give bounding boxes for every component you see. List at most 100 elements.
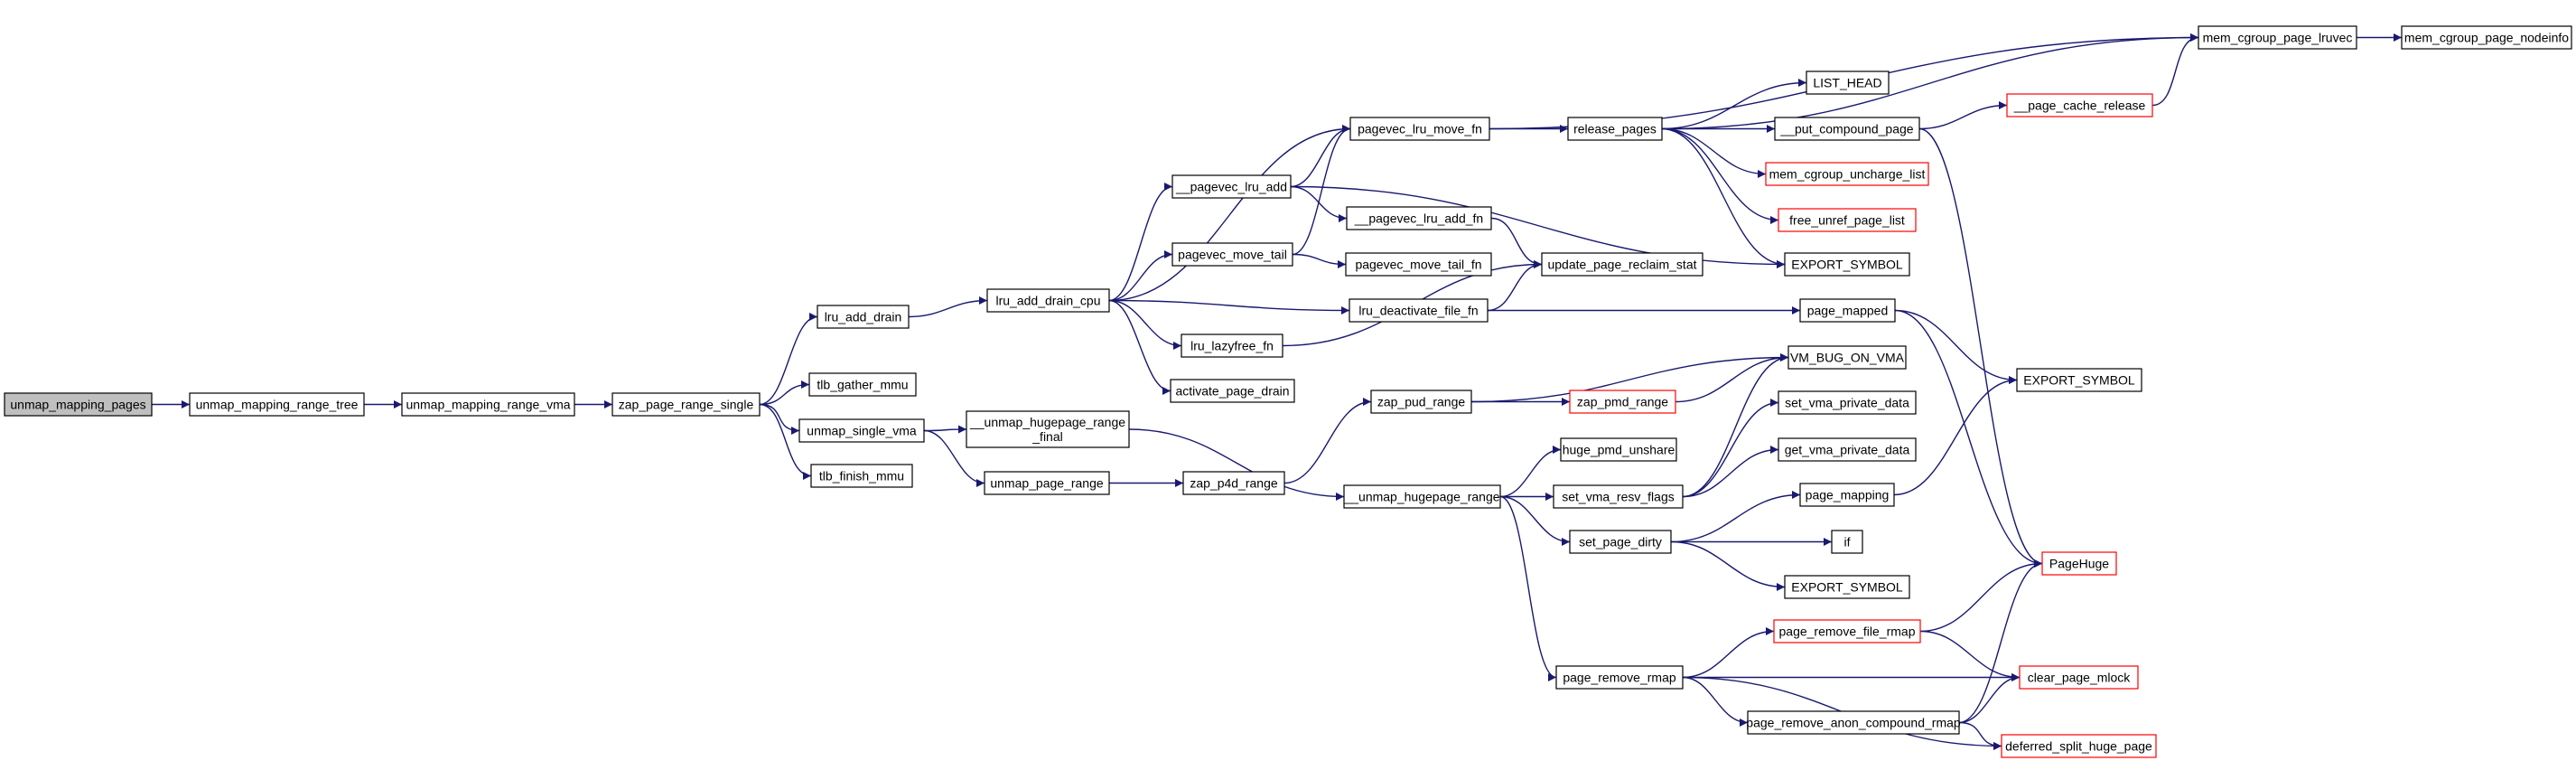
node-activate-page-drain[interactable]: activate_page_drain	[1170, 379, 1295, 403]
node-label: unmap_mapping_range_tree	[196, 398, 359, 412]
edge-page_remove_anon_compound_rmap-to-PageHuge	[1958, 559, 2043, 724]
node-export-symbol-2[interactable]: EXPORT_SYMBOL	[2016, 368, 2142, 392]
node-box	[1555, 665, 1684, 690]
node-mem-cgroup-page-nodeinfo[interactable]: mem_cgroup_page_nodeinfo	[2401, 25, 2572, 50]
node-label: deferred_split_huge_page	[2005, 739, 2152, 754]
node-label: zap_p4d_range	[1190, 476, 1278, 491]
node-label: lru_deactivate_file_fn	[1358, 304, 1478, 318]
node-box	[1343, 484, 1501, 509]
edge-lru_deactivate_file_fn-to-update_page_reclaim_stat	[1487, 260, 1543, 312]
node-if[interactable]: if	[1831, 530, 1863, 554]
edge-page_remove_file_rmap-to-clear_page_mlock	[1919, 630, 2021, 681]
node-zap-pud-range[interactable]: zap_pud_range	[1370, 390, 1472, 414]
edge-page_remove_anon_compound_rmap-to-deferred_split_huge_page	[1958, 721, 2002, 750]
node-set-vma-resv-flags[interactable]: set_vma_resv_flags	[1553, 484, 1684, 509]
node-box	[1553, 484, 1684, 509]
node-free-unref-page-list[interactable]: free_unref_page_list	[1778, 208, 1917, 232]
node-lru-add-drain[interactable]: lru_add_drain	[817, 305, 910, 329]
edge-pagevec_lru_add-to-pagevec_lru_move_fn	[1290, 125, 1351, 188]
edge-set_page_dirty-to-EXPORT_SYMBOL_3	[1670, 540, 1786, 591]
node-unmap-mapping-range-vma[interactable]: unmap_mapping_range_vma	[401, 392, 575, 417]
node-box	[4, 392, 153, 417]
edge-page_mapped-to-EXPORT_SYMBOL_2	[1894, 309, 2018, 384]
node-label: __unmap_hugepage_range_final	[969, 415, 1125, 444]
node-box	[611, 392, 761, 417]
node-box	[1774, 117, 1920, 141]
node-export-symbol-3[interactable]: EXPORT_SYMBOL	[1784, 575, 1910, 599]
edge-put_compound_page-to-PageHuge	[1918, 127, 2043, 568]
node-label: pagevec_move_tail_fn	[1355, 258, 1481, 272]
node-set-vma-private-data[interactable]: set_vma_private_data	[1778, 390, 1917, 415]
node-unmap-hugepage-range-final[interactable]: __unmap_hugepage_range_final	[966, 410, 1130, 448]
node-unmap-page-range[interactable]: unmap_page_range	[984, 471, 1110, 495]
node-zap-page-range-single[interactable]: zap_page_range_single	[611, 392, 761, 417]
node-mem-cgroup-page-lruvec[interactable]: mem_cgroup_page_lruvec	[2198, 25, 2357, 50]
node-box	[1560, 437, 1677, 462]
node-label: unmap_mapping_pages	[10, 398, 145, 412]
edge-page_remove_file_rmap-to-PageHuge	[1919, 559, 2043, 633]
edge-lru_add_drain_cpu-to-lru_lazyfree_fn	[1108, 299, 1182, 350]
node-pagehuge[interactable]: PageHuge	[2041, 551, 2117, 576]
node-put-compound-page[interactable]: __put_compound_page	[1774, 117, 1920, 141]
node-label: lru_add_drain_cpu	[996, 294, 1101, 308]
edge-page_remove_anon_compound_rmap-to-clear_page_mlock	[1958, 673, 2021, 724]
node-set-page-dirty[interactable]: set_page_dirty	[1569, 530, 1672, 554]
edge-zap_page_range_single-to-tlb_gather_mmu	[759, 380, 810, 406]
node-page-mapped[interactable]: page_mapped	[1799, 298, 1896, 323]
node-label: zap_page_range_single	[619, 398, 754, 412]
node-label: page_mapping	[1806, 488, 1890, 502]
edge-pagevec_move_tail-to-pagevec_lru_move_fn	[1292, 125, 1351, 256]
node-lru-add-drain-cpu[interactable]: lru_add_drain_cpu	[986, 288, 1110, 313]
edge-unmap_hugepage_range-to-page_remove_rmap	[1499, 495, 1557, 681]
node-box	[1778, 437, 1917, 462]
edge-put_compound_page-to-page_cache_release	[1918, 101, 2008, 130]
node-tlb-finish-mmu[interactable]: tlb_finish_mmu	[810, 464, 913, 488]
node-page-remove-anon-compound-rmap[interactable]: page_remove_anon_compound_rmap	[1746, 710, 1961, 735]
node-unmap-mapping-pages[interactable]: unmap_mapping_pages	[4, 392, 153, 417]
edge-page_remove_rmap-to-page_remove_anon_compound_rmap	[1682, 676, 1749, 727]
edge-page_remove_rmap-to-page_remove_file_rmap	[1682, 627, 1775, 679]
node-box	[1784, 575, 1910, 599]
node-page-mapping[interactable]: page_mapping	[1799, 483, 1895, 507]
edge-lru_add_drain_cpu-to-lru_deactivate_file_fn	[1108, 299, 1350, 315]
node-box	[1778, 390, 1917, 415]
node-pagevec-lru-move-fn[interactable]: pagevec_lru_move_fn	[1349, 117, 1490, 141]
node-pagevec-lru-add[interactable]: __pagevec_lru_add	[1171, 174, 1292, 199]
node-unmap-single-vma[interactable]: unmap_single_vma	[798, 418, 925, 443]
node-list-head[interactable]: LIST_HEAD	[1806, 70, 1890, 95]
node-tlb-gather-mmu[interactable]: tlb_gather_mmu	[808, 372, 917, 397]
node-box	[1787, 345, 1907, 370]
node-page-remove-rmap[interactable]: page_remove_rmap	[1555, 665, 1684, 690]
edge-release_pages-to-mem_cgroup_page_lruvec	[1661, 33, 2199, 130]
node-pagevec-move-tail-fn[interactable]: pagevec_move_tail_fn	[1345, 252, 1492, 277]
node-page-remove-file-rmap[interactable]: page_remove_file_rmap	[1773, 619, 1921, 643]
node-zap-pmd-range[interactable]: zap_pmd_range	[1569, 390, 1676, 414]
edge-unmap_hugepage_range-to-set_page_dirty	[1499, 495, 1571, 546]
node-page-cache-release[interactable]: __page_cache_release	[2006, 93, 2153, 117]
node-pagevec-lru-add-fn[interactable]: __pagevec_lru_add_fn	[1346, 206, 1492, 230]
node-lru-lazyfree-fn[interactable]: lru_lazyfree_fn	[1181, 333, 1283, 358]
node-get-vma-private-data[interactable]: get_vma_private_data	[1778, 437, 1917, 462]
node-box	[798, 418, 925, 443]
node-label: pagevec_lru_move_fn	[1358, 122, 1482, 136]
node-label: EXPORT_SYMBOL	[2023, 373, 2135, 388]
node-zap-p4d-range[interactable]: zap_p4d_range	[1182, 471, 1285, 495]
node-unmap-mapping-range-tree[interactable]: unmap_mapping_range_tree	[189, 392, 365, 417]
node-mem-cgroup-uncharge-list[interactable]: mem_cgroup_uncharge_list	[1765, 162, 1929, 186]
node-release-pages[interactable]: release_pages	[1567, 117, 1663, 141]
node-box	[1541, 252, 1703, 277]
node-clear-page-mlock[interactable]: clear_page_mlock	[2019, 665, 2139, 690]
node-box	[1747, 710, 1960, 735]
node-pagevec-move-tail[interactable]: pagevec_move_tail	[1171, 242, 1293, 267]
node-box	[966, 410, 1130, 448]
node-update-page-reclaim-stat[interactable]: update_page_reclaim_stat	[1541, 252, 1703, 277]
node-deferred-split-huge-page[interactable]: deferred_split_huge_page	[2001, 734, 2157, 758]
node-lru-deactivate-file-fn[interactable]: lru_deactivate_file_fn	[1349, 298, 1489, 323]
node-unmap-hugepage-range[interactable]: __unmap_hugepage_range	[1343, 484, 1501, 509]
node-huge-pmd-unshare[interactable]: huge_pmd_unshare	[1560, 437, 1677, 462]
node-label: unmap_single_vma	[807, 424, 917, 438]
node-export-symbol-1[interactable]: EXPORT_SYMBOL	[1784, 252, 1910, 277]
edge-release_pages-to-EXPORT_SYMBOL_1	[1661, 127, 1786, 268]
node-vm-bug-on-vma[interactable]: VM_BUG_ON_VMA	[1787, 345, 1907, 370]
